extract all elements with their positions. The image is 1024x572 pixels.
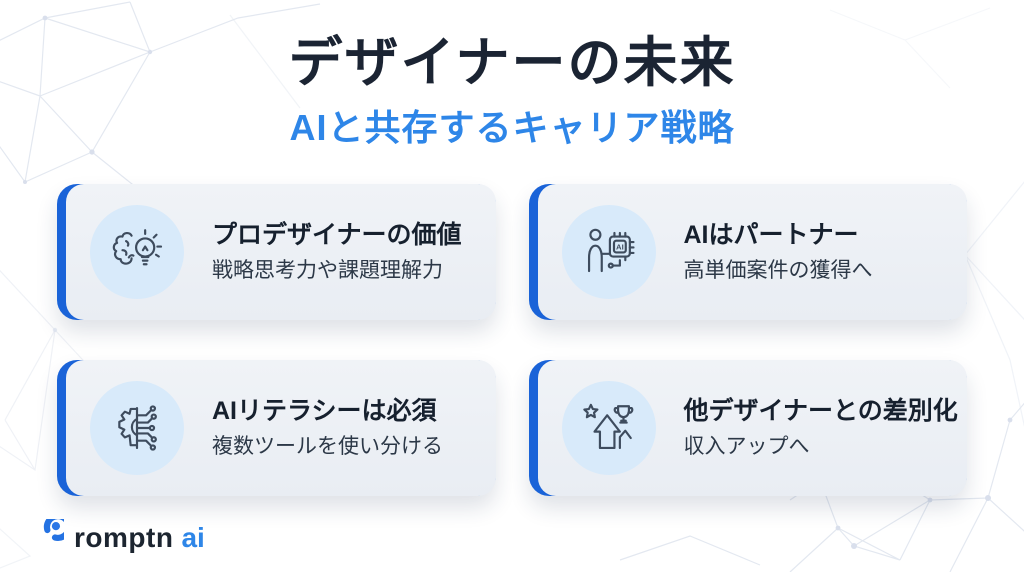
- card-description: 収入アップへ: [683, 435, 810, 459]
- romptn-logo-icon: [43, 519, 64, 541]
- card-title: AIはパートナー: [683, 221, 859, 250]
- page-subtitle: AIと共存するキャリア戦略: [289, 107, 735, 148]
- person-ai-chip-icon: AI: [587, 228, 635, 273]
- logo-suffix: ai: [181, 522, 205, 553]
- star-trophy-growth-icon: [582, 403, 633, 450]
- card-grid: プロデザイナーの価値 戦略思考力や課題理解力: [57, 184, 967, 496]
- romptn-ai-logo: romptn ai: [26, 519, 205, 557]
- card-ai-literacy: AIリテラシーは必須 複数ツールを使い分ける: [57, 360, 496, 496]
- card-description: 複数ツールを使い分ける: [212, 435, 443, 459]
- card-description: 高単価案件の獲得へ: [683, 259, 873, 283]
- card-differentiation: 他デザイナーとの差別化 収入アップへ: [528, 360, 967, 496]
- page-title: デザイナーの未来: [288, 33, 736, 93]
- brain-lightbulb-icon: [112, 229, 163, 266]
- card-ai-partner: AI AIはパートナー 高単価案件の獲得へ: [528, 184, 967, 320]
- chip-label: AI: [616, 243, 624, 252]
- icon-circle: [561, 381, 656, 475]
- card-pro-designer-value: プロデザイナーの価値 戦略思考力や課題理解力: [57, 184, 496, 320]
- icon-circle: [90, 381, 184, 475]
- icon-circle: AI: [561, 205, 656, 299]
- card-title: AIリテラシーは必須: [212, 397, 437, 426]
- card-title: 他デザイナーとの差別化: [683, 397, 958, 426]
- gear-circuit-icon: [118, 405, 157, 451]
- card-description: 戦略思考力や課題理解力: [212, 259, 443, 283]
- logo-text: romptn: [74, 522, 174, 553]
- card-title: プロデザイナーの価値: [212, 221, 462, 250]
- icon-circle: [90, 205, 184, 299]
